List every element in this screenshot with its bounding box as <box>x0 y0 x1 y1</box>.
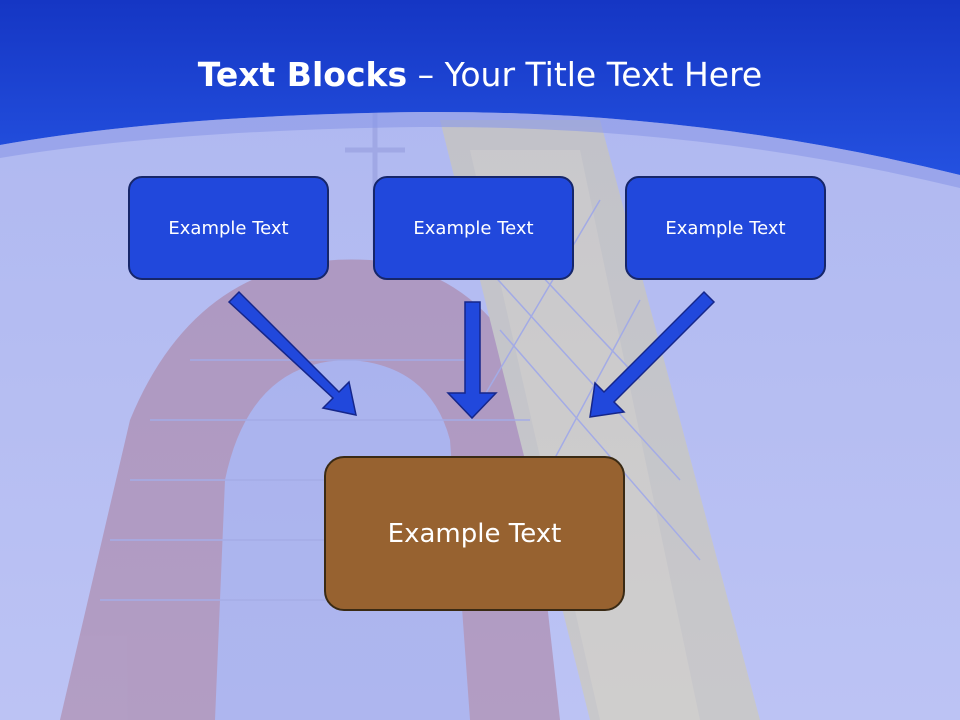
title-bold-part: Text Blocks <box>197 55 408 94</box>
text-block-label: Example Text <box>168 217 289 239</box>
title-rest-part: Your Title Text Here <box>444 55 763 94</box>
text-block-top-right[interactable]: Example Text <box>625 176 826 280</box>
text-block-label: Example Text <box>665 217 786 239</box>
text-block-label: Example Text <box>413 217 534 239</box>
text-block-top-center[interactable]: Example Text <box>373 176 574 280</box>
text-block-top-left[interactable]: Example Text <box>128 176 329 280</box>
text-block-main[interactable]: Example Text <box>324 456 625 611</box>
title-dash: – <box>407 55 445 94</box>
text-block-main-label: Example Text <box>387 518 562 549</box>
slide-title: Text Blocks – Your Title Text Here <box>0 52 960 98</box>
